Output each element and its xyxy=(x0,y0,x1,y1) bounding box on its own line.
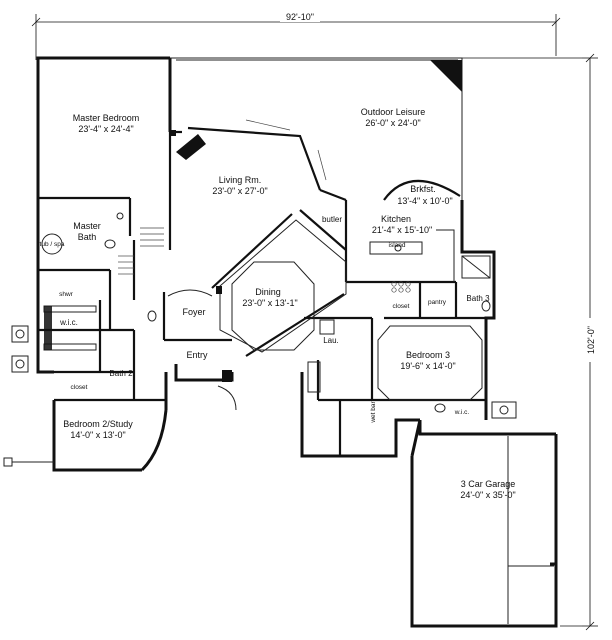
entry-door-swing xyxy=(217,385,237,411)
bath2-label: Bath 2 xyxy=(109,369,133,378)
extension-lines xyxy=(35,32,582,627)
interior-walls xyxy=(38,126,486,456)
depth-dimension-label: 102'-0" xyxy=(586,326,596,354)
breakfast-bay-wall xyxy=(383,179,461,201)
island-label: island xyxy=(389,242,406,249)
room-garage: 3 Car Garage 24'-0" x 35'-0" xyxy=(460,479,515,500)
bedroom3-name: Bedroom 3 xyxy=(406,350,450,360)
tub-label: tub / spa xyxy=(40,241,65,248)
room-bedroom3: Bedroom 3 19'-6" x 14'-0" xyxy=(400,350,455,371)
room-kitchen: Kitchen 21'-4" x 15'-10" xyxy=(372,214,432,235)
room-living: Living Rm. 23'-0" x 27'-0" xyxy=(212,175,267,196)
room-breakfast: Brkfst. 13'-4" x 10'-0" xyxy=(397,184,452,206)
garage-size: 24'-0" x 35'-0" xyxy=(460,490,515,500)
outdoor-leisure-size: 26'-0" x 24'-0" xyxy=(365,118,420,128)
kitchen-size: 21'-4" x 15'-10" xyxy=(372,225,432,235)
bedroom2-size: 14'-0" x 13'-0" xyxy=(70,430,125,440)
master-bath-word2: Bath xyxy=(78,232,97,242)
room-bedroom2: Bedroom 2/Study 14'-0" x 13'-0" xyxy=(63,419,133,440)
fixtures xyxy=(3,60,558,624)
closet-kitchen-label: closet xyxy=(393,303,410,310)
wet-bar-label: wet bar xyxy=(370,401,377,424)
closet-bedroom2-label: closet xyxy=(71,384,88,391)
outdoor-leisure-name: Outdoor Leisure xyxy=(361,107,426,117)
wic-label: w.i.c. xyxy=(59,318,78,327)
bath3-label: Bath 3 xyxy=(466,294,490,303)
small-wic-label: w.i.c. xyxy=(454,409,470,416)
master-bedroom-name: Master Bedroom xyxy=(73,113,140,123)
living-room-size: 23'-0" x 27'-0" xyxy=(212,186,267,196)
dining-room-outline xyxy=(219,219,347,353)
depth-dimension: 102'-0" xyxy=(582,53,598,631)
bedroom2-name: Bedroom 2/Study xyxy=(63,419,133,429)
shower-label: shwr xyxy=(59,291,74,298)
pantry-label: pantry xyxy=(428,299,447,306)
dining-name: Dining xyxy=(255,287,281,297)
fireplace-outdoor xyxy=(430,60,462,92)
entry-arch xyxy=(167,289,213,297)
breakfast-name: Brkfst. xyxy=(410,184,436,194)
room-master-bath: Master Bath xyxy=(73,221,101,242)
room-dining: Dining 23'-0" x 13'-1" xyxy=(242,287,297,308)
bedroom3-size: 19'-6" x 14'-0" xyxy=(400,361,455,371)
foyer-label: Foyer xyxy=(182,307,205,317)
butler-label: butler xyxy=(322,215,342,224)
master-bedroom-size: 23'-4" x 24'-4" xyxy=(78,124,133,134)
living-room-name: Living Rm. xyxy=(219,175,262,185)
room-master-bedroom: Master Bedroom 23'-4" x 24'-4" xyxy=(73,113,140,134)
fireplace-living xyxy=(176,134,206,160)
garage-name: 3 Car Garage xyxy=(461,479,516,489)
entry-label: Entry xyxy=(186,350,208,360)
breakfast-size: 13'-4" x 10'-0" xyxy=(397,196,452,206)
laundry-label: Lau. xyxy=(323,336,339,345)
width-dimension-label: 92'-10" xyxy=(286,12,314,22)
master-bath-word1: Master xyxy=(73,221,101,231)
room-outdoor-leisure: Outdoor Leisure 26'-0" x 24'-0" xyxy=(361,107,426,128)
dining-size: 23'-0" x 13'-1" xyxy=(242,298,297,308)
bedroom3-ceiling-octagon xyxy=(377,325,483,401)
kitchen-name: Kitchen xyxy=(381,214,411,224)
dining-ceiling-octagon xyxy=(231,261,315,351)
exterior-walls xyxy=(36,56,558,628)
width-dimension: 92'-10" xyxy=(31,10,561,32)
